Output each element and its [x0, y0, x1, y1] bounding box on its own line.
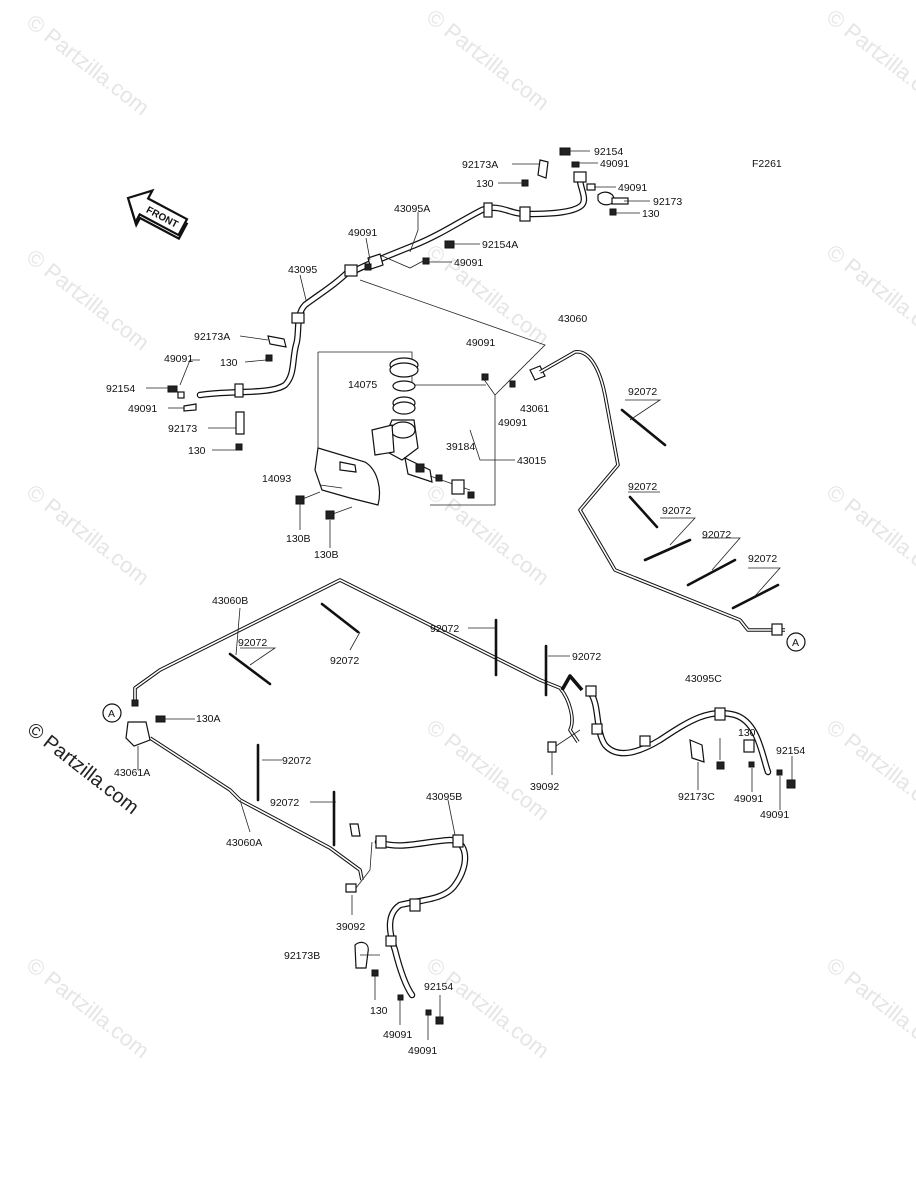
pipe-43060B: [133, 578, 584, 743]
label-92154: 92154: [776, 745, 805, 757]
label-49091: 49091: [454, 257, 483, 269]
label-49091: 49091: [408, 1045, 437, 1057]
figure-code: F2261: [752, 158, 782, 170]
label-43060: 43060: [558, 313, 587, 325]
label-92072: 92072: [572, 651, 601, 663]
hose-top-right: [483, 171, 588, 222]
label-92173A: 92173A: [194, 331, 230, 343]
label-130: 130: [476, 178, 494, 190]
label-43060B: 43060B: [212, 595, 248, 607]
label-43095B: 43095B: [426, 791, 462, 803]
label-92154A: 92154A: [482, 239, 518, 251]
label-49091: 49091: [760, 809, 789, 821]
pipe-43060A: [149, 736, 364, 881]
junction-43061A: A: [102, 699, 195, 770]
watermark: © Partzilla.com: [822, 239, 916, 350]
label-49091: 49091: [498, 417, 527, 429]
watermark: © Partzilla.com: [422, 479, 554, 590]
label-49091: 49091: [618, 182, 647, 194]
watermark: © Partzilla.com: [22, 9, 154, 120]
front-arrow: FRONT: [126, 188, 189, 241]
part-labels: 92154 92173A 49091 130 49091 92173 130 4…: [106, 146, 805, 1057]
label-130B: 130B: [286, 533, 311, 545]
label-92173B: 92173B: [284, 950, 320, 962]
label-130: 130: [188, 445, 206, 457]
label-92072: 92072: [330, 655, 359, 667]
watermark: © Partzilla.com: [422, 952, 554, 1063]
watermark: © Partzilla.com: [822, 714, 916, 825]
label-14075: 14075: [348, 379, 377, 391]
label-49091: 49091: [128, 403, 157, 415]
label-130: 130: [220, 357, 238, 369]
label-92072: 92072: [282, 755, 311, 767]
connector-a-label: A: [792, 637, 799, 649]
connector-a-right: A: [786, 632, 806, 652]
connector-a-label: A: [108, 708, 115, 720]
watermark: © Partzilla.com: [822, 952, 916, 1063]
label-92173: 92173: [168, 423, 197, 435]
watermark: © Partzilla.com: [822, 479, 916, 590]
label-92072: 92072: [270, 797, 299, 809]
label-92072: 92072: [238, 637, 267, 649]
hose-43095: [196, 264, 358, 399]
label-92072: 92072: [748, 553, 777, 565]
label-39092: 39092: [530, 781, 559, 793]
label-43061A: 43061A: [114, 767, 150, 779]
label-43095A: 43095A: [394, 203, 430, 215]
label-43095: 43095: [288, 264, 317, 276]
watermark: © Partzilla.com: [22, 244, 154, 355]
watermark: © Partzilla.com: [422, 714, 554, 825]
label-43061: 43061: [520, 403, 549, 415]
label-130: 130: [370, 1005, 388, 1017]
label-92072: 92072: [628, 386, 657, 398]
label-49091: 49091: [600, 158, 629, 170]
watermark: © Partzilla.com: [22, 479, 154, 590]
label-92154: 92154: [594, 146, 623, 158]
label-92173C: 92173C: [678, 791, 715, 803]
watermark: © Partzilla.com: [422, 239, 554, 350]
label-130: 130: [642, 208, 660, 220]
watermark: © Partzilla.com: [22, 952, 154, 1063]
label-49091: 49091: [466, 337, 495, 349]
label-92154: 92154: [106, 383, 135, 395]
label-39184: 39184: [446, 441, 475, 453]
label-43015: 43015: [517, 455, 546, 467]
label-49091: 49091: [734, 793, 763, 805]
label-39092: 39092: [336, 921, 365, 933]
label-14093: 14093: [262, 473, 291, 485]
pipe-43060: [539, 350, 785, 636]
label-92154: 92154: [424, 981, 453, 993]
label-130A: 130A: [196, 713, 221, 725]
label-43060A: 43060A: [226, 837, 262, 849]
label-92072: 92072: [628, 481, 657, 493]
hose-43095B: [345, 799, 469, 1040]
label-49091: 49091: [164, 353, 193, 365]
label-92072: 92072: [702, 529, 731, 541]
top-hardware: [167, 147, 629, 451]
watermark: © Partzilla.com: [822, 4, 916, 115]
label-92072: 92072: [662, 505, 691, 517]
label-43095C: 43095C: [685, 673, 722, 685]
cable-ties-right: [620, 399, 781, 610]
top-leaders: [146, 150, 650, 451]
label-130B: 130B: [314, 549, 339, 561]
master-cylinder-assembly: [295, 279, 546, 548]
label-49091: 49091: [348, 227, 377, 239]
hose-43095C: [547, 685, 796, 810]
label-92173: 92173: [653, 196, 682, 208]
label-92173A: 92173A: [462, 159, 498, 171]
label-130: 130: [738, 727, 756, 739]
label-49091: 49091: [383, 1029, 412, 1041]
label-92072: 92072: [430, 623, 459, 635]
watermark: © Partzilla.com: [422, 4, 554, 115]
cable-ties-bottom: [228, 602, 570, 847]
